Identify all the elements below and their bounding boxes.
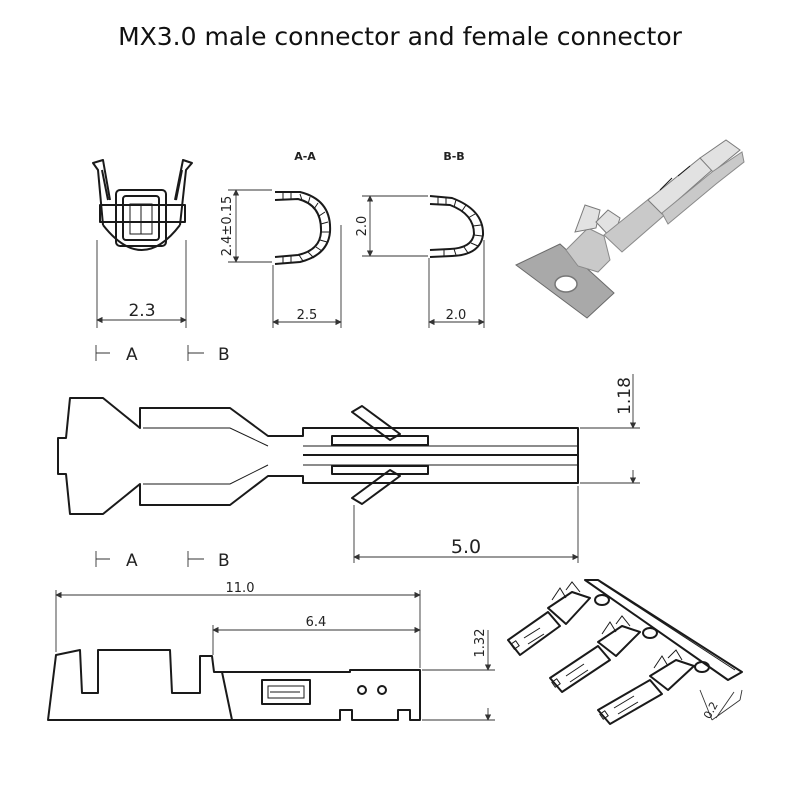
bb-width-dimension: 2.0 (428, 240, 485, 328)
aa-height-label: 2.4±0.15 (220, 196, 235, 257)
carrier-strip (507, 579, 743, 725)
front-width-label: 2.3 (128, 301, 155, 321)
contact-length-label: 5.0 (451, 536, 481, 558)
side-view (57, 397, 579, 515)
strip-terminal-2 (549, 615, 641, 693)
marker-a-upper: A (126, 345, 138, 365)
front-width-dimension: 2.3 (96, 240, 187, 328)
overall-length-label: 11.0 (226, 581, 255, 596)
section-b-b: B-B (429, 150, 485, 258)
side-height-dimension: 1.18 (580, 374, 640, 484)
strip-pitch-dimension: 0.2 (699, 689, 743, 722)
partial-length-label: 6.4 (306, 615, 327, 630)
section-a-a: A-A (274, 150, 332, 265)
marker-a-lower: A (126, 551, 138, 571)
aa-width-dimension: 2.5 (272, 225, 342, 328)
strip-pitch-label: 0.2 (701, 700, 721, 722)
section-a-a-label: A-A (294, 150, 316, 163)
strip-terminal-1 (507, 581, 591, 656)
terminal-photo (515, 139, 745, 319)
side-height-label: 1.18 (615, 377, 635, 415)
section-markers-upper: A B (95, 345, 230, 365)
marker-b-lower: B (218, 551, 230, 571)
profile-view (47, 649, 421, 721)
contact-length-dimension: 5.0 (353, 486, 579, 563)
profile-height-dimension: 1.32 (422, 629, 495, 721)
front-view (92, 159, 193, 251)
overall-length-dimension: 11.0 (55, 581, 421, 668)
profile-height-label: 1.32 (473, 629, 488, 658)
diagram-title: MX3.0 male connector and female connecto… (118, 22, 682, 51)
marker-b-upper: B (218, 345, 230, 365)
bb-width-label: 2.0 (446, 308, 467, 323)
aa-height-dimension: 2.4±0.15 (220, 189, 272, 263)
aa-width-label: 2.5 (297, 308, 318, 323)
section-b-b-label: B-B (443, 150, 464, 163)
partial-length-dimension: 6.4 (212, 615, 421, 655)
bb-height-dimension: 2.0 (355, 195, 428, 257)
strip-terminal-3 (597, 649, 695, 725)
bb-height-label: 2.0 (355, 216, 370, 237)
section-markers-lower: A B (95, 551, 230, 571)
